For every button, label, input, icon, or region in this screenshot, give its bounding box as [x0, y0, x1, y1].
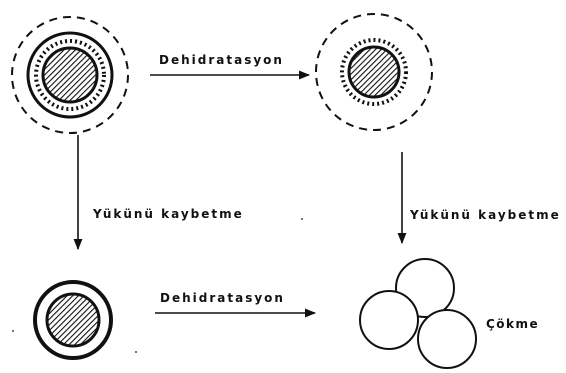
particle-uncharged-hydrated [35, 282, 111, 358]
label-dehydration-bottom: Dehidratasyon [160, 292, 285, 304]
speck [301, 218, 303, 220]
particle-left [360, 291, 418, 349]
label-charge-loss-left: Yükünü kaybetme [93, 208, 244, 220]
speck [12, 330, 14, 332]
particle-right [418, 310, 476, 368]
collapsed-particles [360, 259, 476, 368]
particle-core [349, 47, 399, 97]
label-charge-loss-right: Yükünü kaybetme [410, 209, 561, 221]
particle-charged-dehydrated [316, 14, 432, 130]
label-collapse: Çökme [486, 318, 539, 330]
particle-charged-hydrated [12, 17, 128, 133]
particle-core [47, 294, 99, 346]
speck [135, 351, 137, 353]
particle-core [43, 48, 97, 102]
label-dehydration-top: Dehidratasyon [159, 54, 284, 66]
